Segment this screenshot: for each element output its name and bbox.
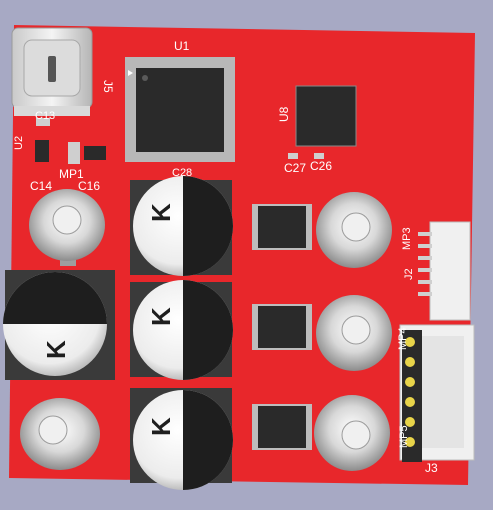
label-j3: J3 [425, 461, 438, 475]
label-u2: U2 [13, 136, 25, 150]
label-c13: C13 [35, 110, 55, 122]
label-mp5: MP5 [398, 425, 410, 448]
ic-middle [252, 304, 312, 350]
terminal-left-2 [20, 398, 100, 470]
label-mp4: MP4 [397, 327, 409, 350]
cap-marking: K [146, 417, 176, 436]
label-c28: C28 [172, 167, 192, 179]
chip-small [84, 146, 106, 160]
electrolytic-capacitor-left: K [3, 270, 115, 380]
chip-u8 [295, 85, 357, 147]
electrolytic-capacitor-bottom: K [130, 388, 233, 490]
label-c16: C16 [78, 179, 100, 193]
label-j5: J5 [101, 80, 115, 93]
terminal-right-3 [314, 395, 390, 471]
label-c27: C27 [284, 161, 306, 175]
label-u1: U1 [174, 39, 190, 53]
usb-c-connector [11, 27, 93, 116]
cap-marking: K [146, 203, 176, 222]
label-j2: J2 [403, 268, 415, 280]
part-mp1 [68, 142, 80, 164]
cap-marking: K [41, 340, 71, 359]
terminal-left-1 [29, 189, 105, 266]
connector-j3 [399, 324, 475, 462]
electrolytic-capacitor-c28: K [130, 176, 233, 276]
label-c14: C14 [30, 179, 52, 193]
cap-marking: K [146, 307, 176, 326]
label-mp1: MP1 [59, 167, 84, 181]
capacitor-c13 [36, 118, 50, 126]
terminal-right-2 [316, 295, 392, 371]
capacitor-c27 [288, 153, 298, 159]
mcu-u1 [125, 57, 235, 162]
capacitor-c26 [314, 153, 324, 159]
electrolytic-capacitor-middle: K [130, 280, 233, 380]
ic-upper [252, 204, 312, 250]
label-u8: U8 [277, 106, 291, 122]
regulator-u2 [35, 140, 49, 162]
ic-lower [252, 404, 312, 450]
terminal-right-1 [316, 192, 392, 268]
connector-j2 [418, 221, 471, 321]
label-mp3: MP3 [401, 227, 413, 250]
label-c26: C26 [310, 159, 332, 173]
